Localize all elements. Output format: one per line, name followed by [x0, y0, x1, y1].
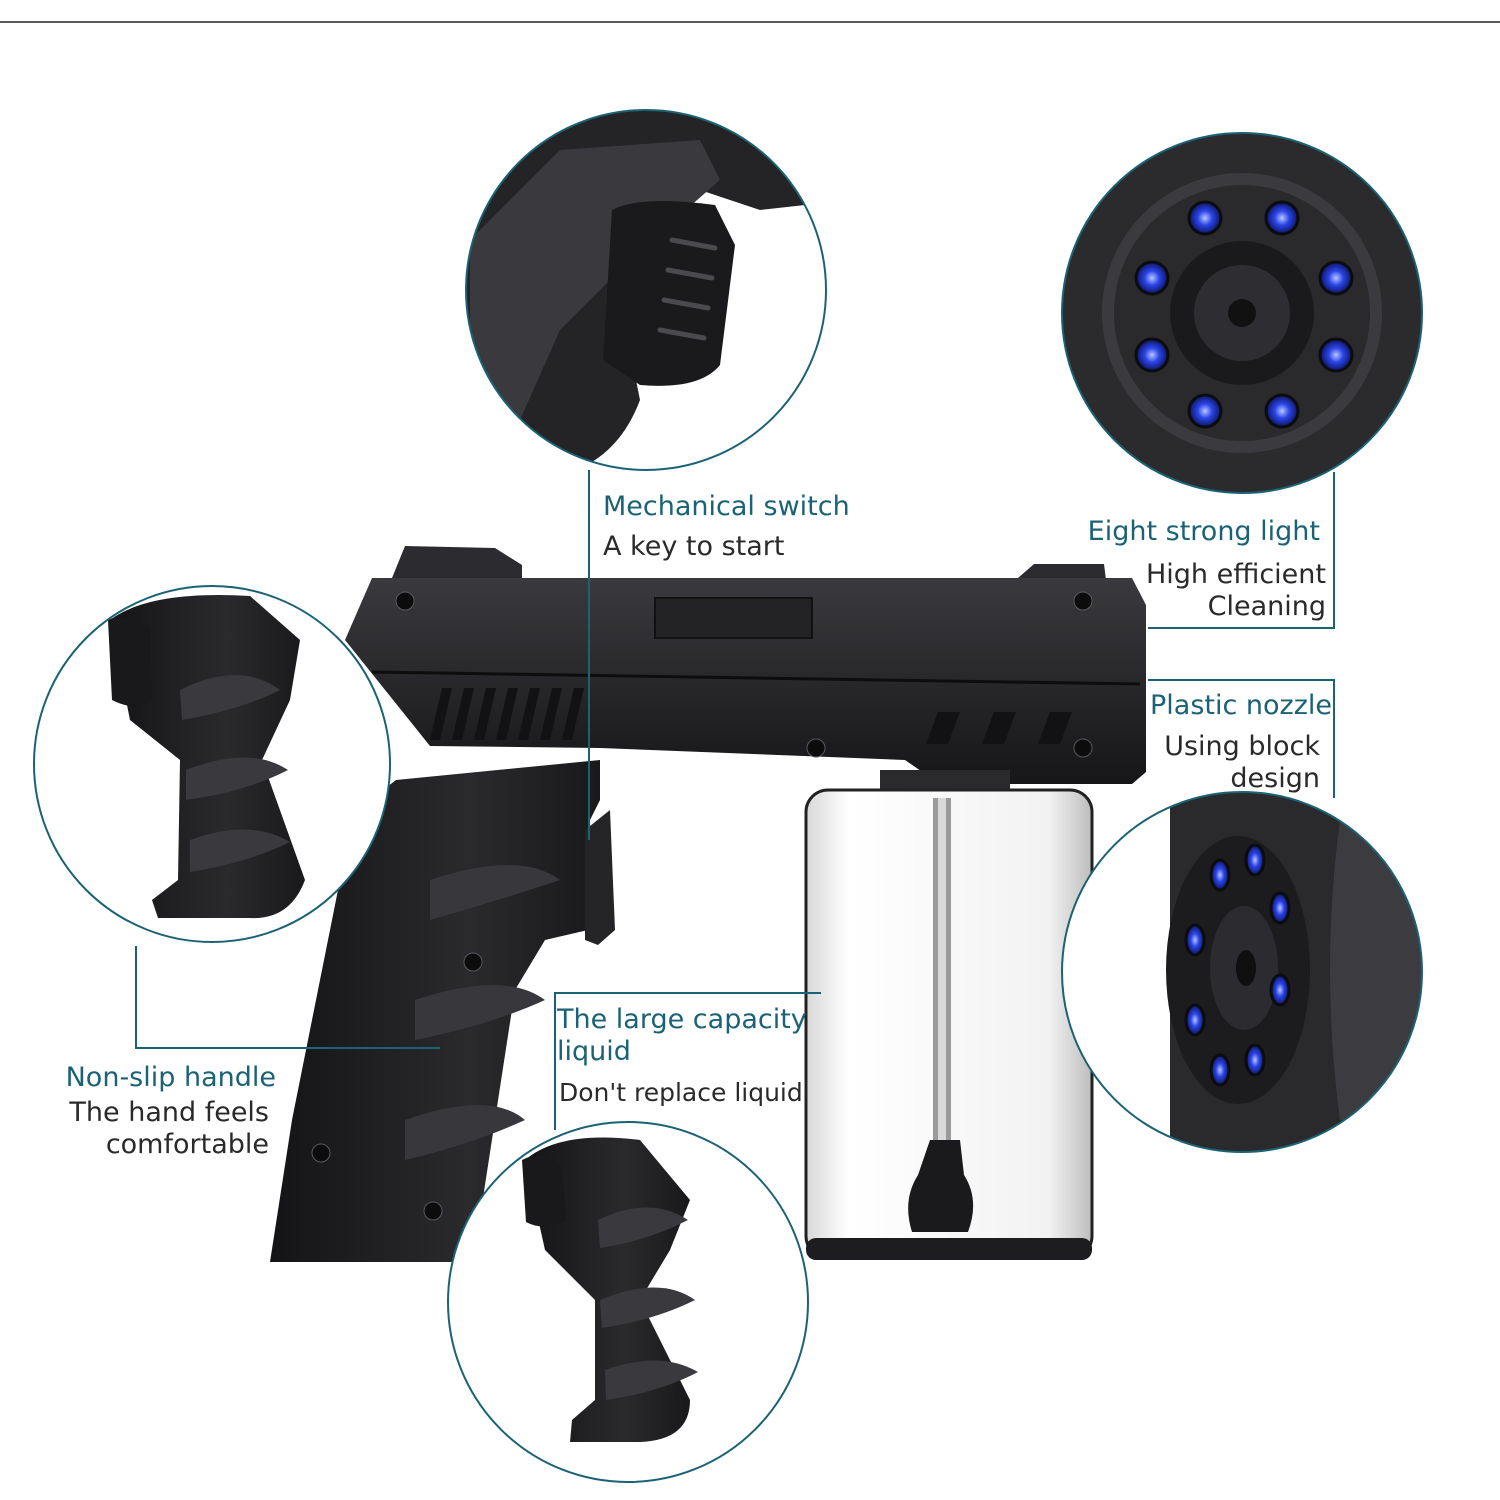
- liquid-tank: [804, 788, 1094, 1260]
- nozzle-desc-2: design: [1230, 763, 1320, 794]
- liquid-desc: Don't replace liquid: [559, 1078, 803, 1107]
- light-desc-2: Cleaning: [1207, 591, 1326, 622]
- nozzle-title: Plastic nozzle: [1150, 690, 1332, 721]
- handle-desc-2: comfortable: [105, 1129, 269, 1160]
- screw-icon: [311, 591, 1093, 1221]
- liquid-title-2: liquid: [557, 1036, 631, 1067]
- light-desc-1: High efficient: [1145, 559, 1326, 590]
- light-detail-circle: [1061, 132, 1423, 494]
- handle-title: Non-slip handle: [65, 1062, 276, 1093]
- handle-desc-1: The hand feels: [69, 1097, 269, 1128]
- leader-lines: [135, 470, 1335, 1130]
- switch-title: Mechanical switch: [603, 491, 850, 522]
- nozzle-detail-circle: [1061, 791, 1423, 1153]
- switch-detail-circle: [465, 109, 827, 471]
- light-title: Eight strong light: [1087, 516, 1320, 547]
- handle-detail-circle: [33, 585, 391, 943]
- nozzle-desc-1: Using block: [1164, 731, 1320, 762]
- sprayer-gun: [270, 546, 1146, 1262]
- switch-desc: A key to start: [603, 531, 785, 562]
- grip-detail-circle: [447, 1121, 809, 1483]
- led-ring-icon: [1134, 200, 1354, 429]
- liquid-title-1: The large capacity: [557, 1004, 807, 1035]
- top-divider: [0, 21, 1500, 23]
